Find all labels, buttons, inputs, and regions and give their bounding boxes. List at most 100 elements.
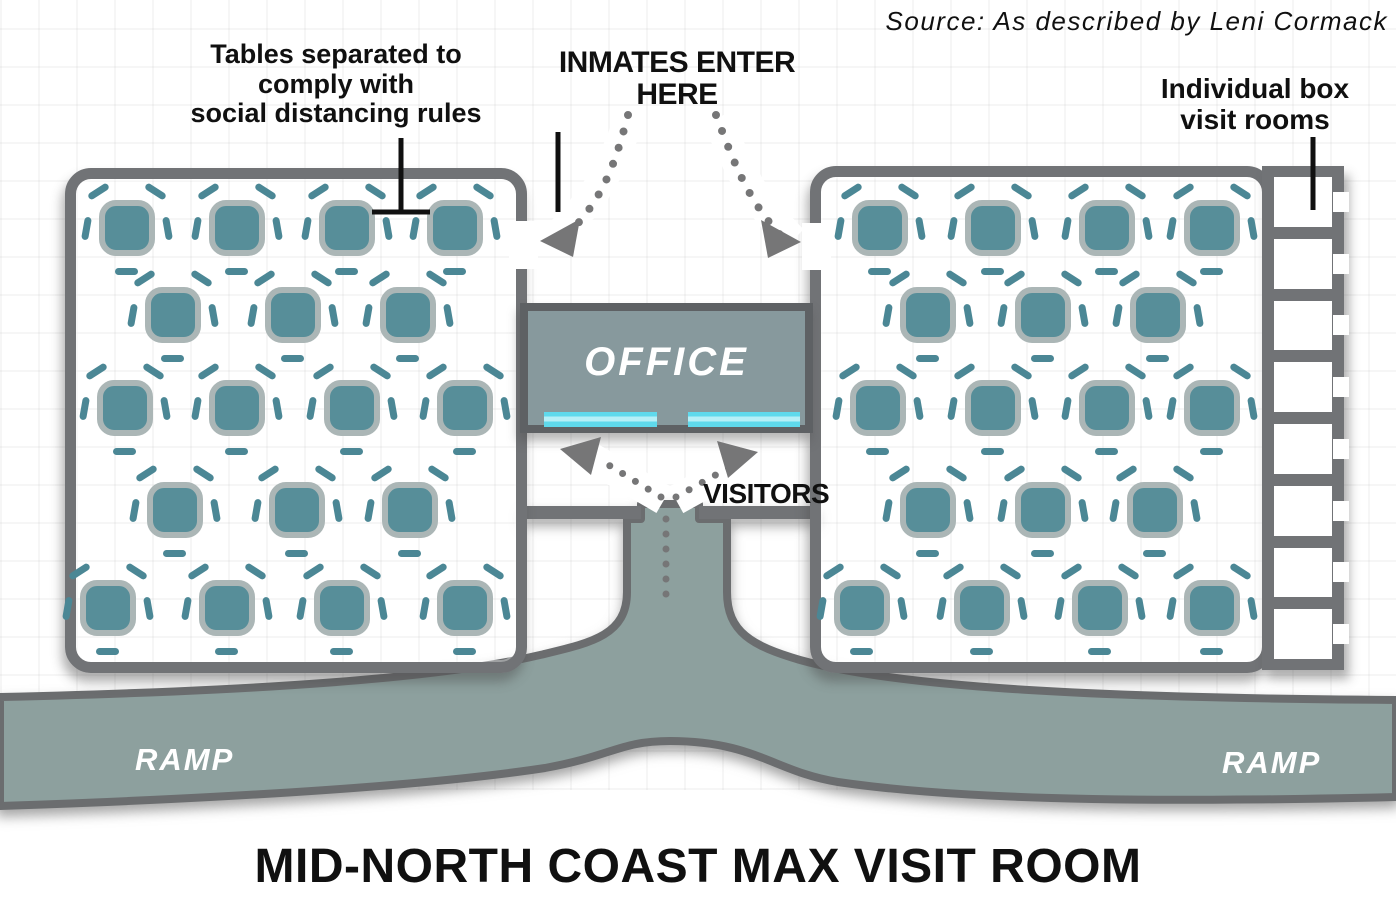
chair-dash — [453, 648, 476, 655]
visit-table — [79, 180, 175, 276]
table-top — [965, 200, 1021, 256]
box-rooms-line: Individual box — [1160, 73, 1350, 104]
chair-dash — [79, 396, 90, 421]
visit-table — [125, 267, 221, 363]
chair-dash — [1143, 550, 1166, 557]
inmates-enter-line: HERE — [636, 77, 718, 111]
chair-dash — [62, 596, 73, 621]
chair-dash — [963, 303, 974, 328]
chair-dash — [897, 596, 908, 621]
table-top — [427, 200, 483, 256]
ramp-left-label: RAMP — [135, 742, 235, 777]
chair-dash — [887, 269, 912, 288]
chair-dash — [253, 182, 278, 201]
table-top — [380, 287, 436, 343]
chair-dash — [424, 362, 449, 381]
chair-dash — [1193, 303, 1204, 328]
visit-table — [304, 360, 400, 456]
chair-dash — [272, 396, 283, 421]
chair-dash — [243, 562, 268, 581]
chair-dash — [882, 303, 893, 328]
chair-dash — [816, 596, 827, 621]
table-top — [209, 200, 265, 256]
chair-dash — [414, 182, 439, 201]
page-title: MID-NORTH COAST MAX VISIT ROOM — [254, 840, 1142, 893]
chair-dash — [1078, 303, 1089, 328]
box-room-door-gap — [1333, 562, 1349, 583]
visit-table — [1052, 560, 1148, 656]
table-top — [265, 287, 321, 343]
chair-dash — [362, 303, 373, 328]
chair-dash — [309, 269, 334, 288]
chair-dash — [952, 362, 977, 381]
table-top — [99, 200, 155, 256]
chair-dash — [878, 562, 903, 581]
visit-table — [1164, 180, 1260, 276]
chair-dash — [143, 596, 154, 621]
chair-dash — [247, 303, 258, 328]
left-hall-entrance-gap — [509, 221, 538, 269]
visit-table — [1107, 462, 1203, 558]
chair-dash — [941, 562, 966, 581]
chair-dash — [161, 355, 184, 362]
chair-dash — [1059, 464, 1084, 483]
chair-dash — [1190, 498, 1201, 523]
chair-dash — [252, 269, 277, 288]
chair-dash — [368, 362, 393, 381]
chair-dash — [834, 216, 845, 241]
chair-dash — [443, 268, 466, 275]
chair-dash — [1066, 362, 1091, 381]
chair-dash — [1031, 550, 1054, 557]
chair-dash — [947, 216, 958, 241]
chair-dash — [936, 596, 947, 621]
chair-dash — [281, 355, 304, 362]
chair-dash — [115, 268, 138, 275]
chair-dash — [997, 303, 1008, 328]
chair-dash — [1112, 303, 1123, 328]
chair-dash — [944, 269, 969, 288]
box-visit-room-cell — [1274, 238, 1349, 289]
chair-dash — [894, 362, 919, 381]
table-top — [965, 380, 1021, 436]
chair-dash — [225, 448, 248, 455]
chair-dash — [981, 268, 1004, 275]
chair-dash — [1135, 596, 1146, 621]
chair-dash — [1078, 498, 1089, 523]
visit-table — [360, 267, 456, 363]
chair-dash — [141, 362, 166, 381]
chair-dash — [998, 562, 1023, 581]
box-room-door-gap — [1333, 500, 1349, 521]
visit-table — [1164, 360, 1260, 456]
box-room-door-gap — [1333, 624, 1349, 645]
chair-dash — [837, 362, 862, 381]
chair-dash — [127, 303, 138, 328]
box-room-door-gap — [1333, 191, 1349, 212]
office-room: OFFICE — [520, 303, 813, 433]
chair-dash — [481, 562, 506, 581]
chair-dash — [1088, 648, 1111, 655]
chair-dash — [306, 396, 317, 421]
chair-dash — [1142, 396, 1153, 421]
visit-table — [945, 360, 1041, 456]
chair-dash — [96, 648, 119, 655]
box-room-door-gap — [1333, 253, 1349, 274]
box-visit-room-cell — [1274, 177, 1349, 227]
visit-table — [299, 180, 395, 276]
table-top — [80, 580, 136, 636]
chair-dash — [332, 498, 343, 523]
chair-dash — [963, 498, 974, 523]
visit-table — [127, 462, 223, 558]
right-hall-entrance-gap — [802, 223, 831, 270]
chair-dash — [419, 596, 430, 621]
chair-dash — [1200, 648, 1223, 655]
chair-dash — [124, 562, 149, 581]
chair-dash — [1061, 396, 1072, 421]
tables-note-line: social distancing rules — [190, 98, 482, 129]
chair-dash — [253, 362, 278, 381]
chair-dash — [1200, 448, 1223, 455]
chair-dash — [1228, 362, 1253, 381]
table-top — [1130, 287, 1186, 343]
chair-dash — [839, 182, 864, 201]
table-top — [1184, 200, 1240, 256]
